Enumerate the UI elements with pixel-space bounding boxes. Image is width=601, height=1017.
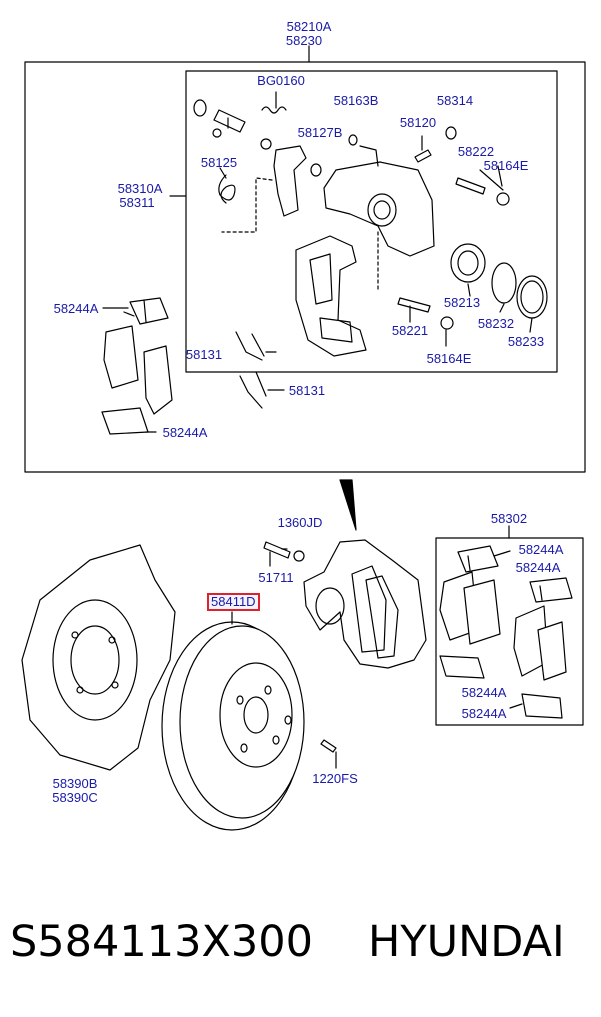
label-58314[interactable]: 58314 [436, 93, 474, 108]
label-58244a-set-4[interactable]: 58244A [461, 706, 507, 721]
label-58164e-bottom[interactable]: 58164E [426, 351, 472, 366]
label-58244a-set-1[interactable]: 58244A [518, 542, 564, 557]
label-58210a[interactable]: 58210A [286, 19, 332, 34]
label-58244a-set-2[interactable]: 58244A [515, 560, 561, 575]
label-58164e-top[interactable]: 58164E [483, 158, 529, 173]
label-58222[interactable]: 58222 [457, 144, 495, 159]
label-58311[interactable]: 58311 [119, 195, 155, 210]
label-1360jd[interactable]: 1360JD [277, 515, 323, 530]
label-51711[interactable]: 51711 [258, 570, 294, 585]
label-58131-left[interactable]: 58131 [185, 347, 223, 362]
part-number-text: S584113X300 [10, 917, 313, 967]
label-58230[interactable]: 58230 [285, 33, 323, 48]
label-58213[interactable]: 58213 [443, 295, 481, 310]
label-58244a-set-3[interactable]: 58244A [461, 685, 507, 700]
inner-frame [185, 70, 558, 373]
label-58125[interactable]: 58125 [200, 155, 238, 170]
label-58244a-left-top[interactable]: 58244A [53, 301, 99, 316]
outer-frame [24, 61, 586, 473]
label-58232[interactable]: 58232 [477, 316, 515, 331]
label-58390c[interactable]: 58390C [52, 790, 98, 805]
label-58411d-highlighted[interactable]: 58411D [207, 593, 260, 611]
label-1220fs[interactable]: 1220FS [312, 771, 358, 786]
label-58302[interactable]: 58302 [490, 511, 528, 526]
label-58244a-left-bottom[interactable]: 58244A [162, 425, 208, 440]
label-58390b[interactable]: 58390B [52, 776, 98, 791]
label-58127b[interactable]: 58127B [297, 125, 343, 140]
brand-text: HYUNDAI [368, 917, 565, 967]
label-58221[interactable]: 58221 [391, 323, 429, 338]
label-bg0160[interactable]: BG0160 [257, 73, 305, 88]
label-58310a[interactable]: 58310A [117, 181, 163, 196]
label-58120[interactable]: 58120 [399, 115, 437, 130]
label-58131-right[interactable]: 58131 [288, 383, 326, 398]
label-58233[interactable]: 58233 [507, 334, 545, 349]
label-58163b[interactable]: 58163B [333, 93, 379, 108]
